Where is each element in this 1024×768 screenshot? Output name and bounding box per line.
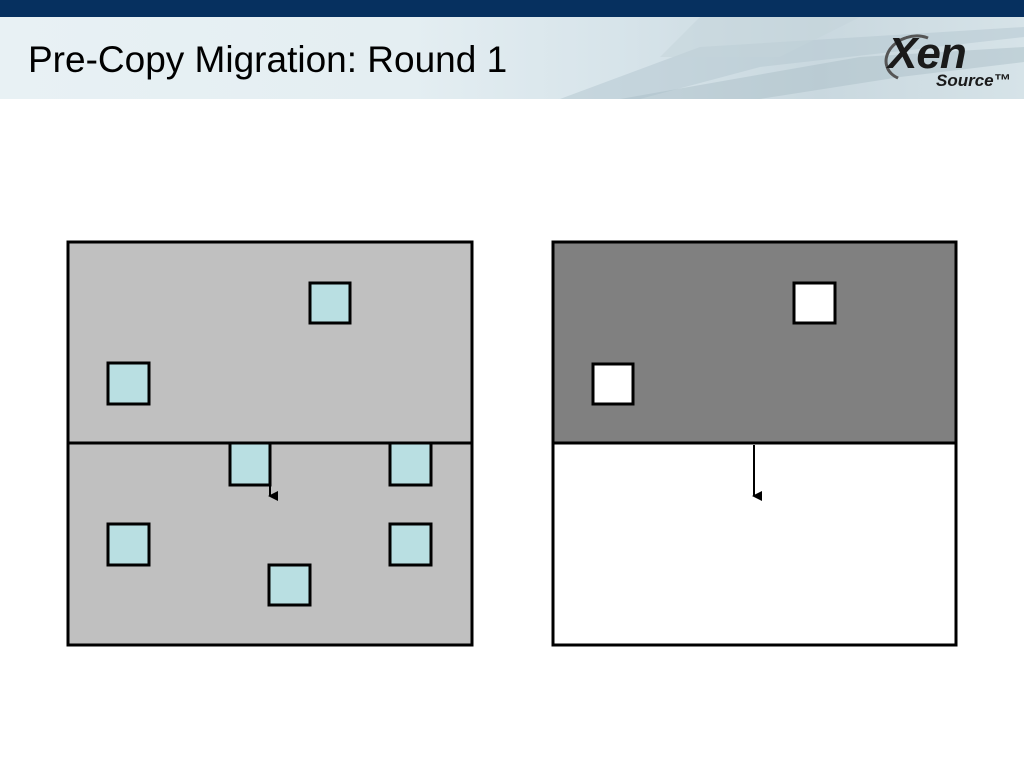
memory-page	[388, 441, 433, 487]
memory-page	[308, 281, 352, 325]
memory-page	[228, 441, 272, 487]
destination-host-copied-region	[553, 242, 956, 443]
slide-title: Pre-Copy Migration: Round 1	[28, 39, 508, 80]
logo-source-text: Source™	[936, 71, 1011, 90]
top-bar	[0, 0, 1024, 17]
header-background-art	[560, 17, 1024, 99]
source-host	[66, 240, 474, 647]
logo-xen-text: Xen	[888, 29, 967, 78]
memory-page	[106, 522, 151, 567]
copied-page	[591, 362, 635, 406]
xensource-logo: Xen Source™	[878, 27, 1014, 99]
memory-page	[388, 522, 433, 567]
memory-page	[267, 563, 312, 607]
memory-page	[106, 361, 151, 406]
destination-host	[551, 240, 958, 647]
header-band: Pre-Copy Migration: Round 1 Xen Source™	[0, 17, 1024, 99]
copied-page	[792, 281, 837, 325]
